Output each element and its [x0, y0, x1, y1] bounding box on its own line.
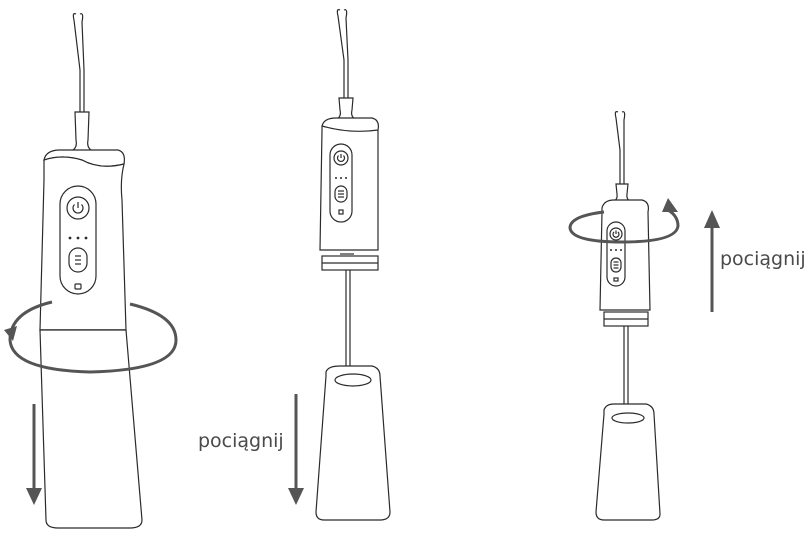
battery-icon: [75, 284, 81, 289]
led-dot: [77, 237, 80, 240]
tank-opening: [335, 374, 371, 386]
led-dot: [615, 249, 617, 251]
water-tank: [316, 366, 390, 520]
down-arrow-icon: [26, 404, 42, 505]
led-dot: [345, 177, 347, 179]
tank-opening: [612, 413, 644, 423]
battery-icon: [339, 210, 343, 214]
battery-icon: [614, 278, 618, 281]
nozzle: [334, 10, 358, 120]
led-dot: [69, 237, 72, 240]
led-dot: [335, 177, 337, 179]
nozzle: [612, 112, 632, 202]
led-dot: [610, 249, 612, 251]
led-dot: [85, 237, 88, 240]
led-dot: [620, 249, 622, 251]
irrigator-separating: [288, 10, 390, 520]
water-tank: [40, 330, 142, 528]
up-arrow-icon: [704, 210, 720, 312]
pull-label-step3: pociągnij: [720, 248, 806, 270]
irrigator-assembled: [4, 14, 176, 528]
nozzle: [68, 14, 96, 152]
down-arrow-icon: [288, 394, 304, 505]
pull-label-step2: pociągnij: [198, 430, 284, 452]
irrigator-removed: [570, 112, 720, 520]
led-dot: [340, 177, 342, 179]
